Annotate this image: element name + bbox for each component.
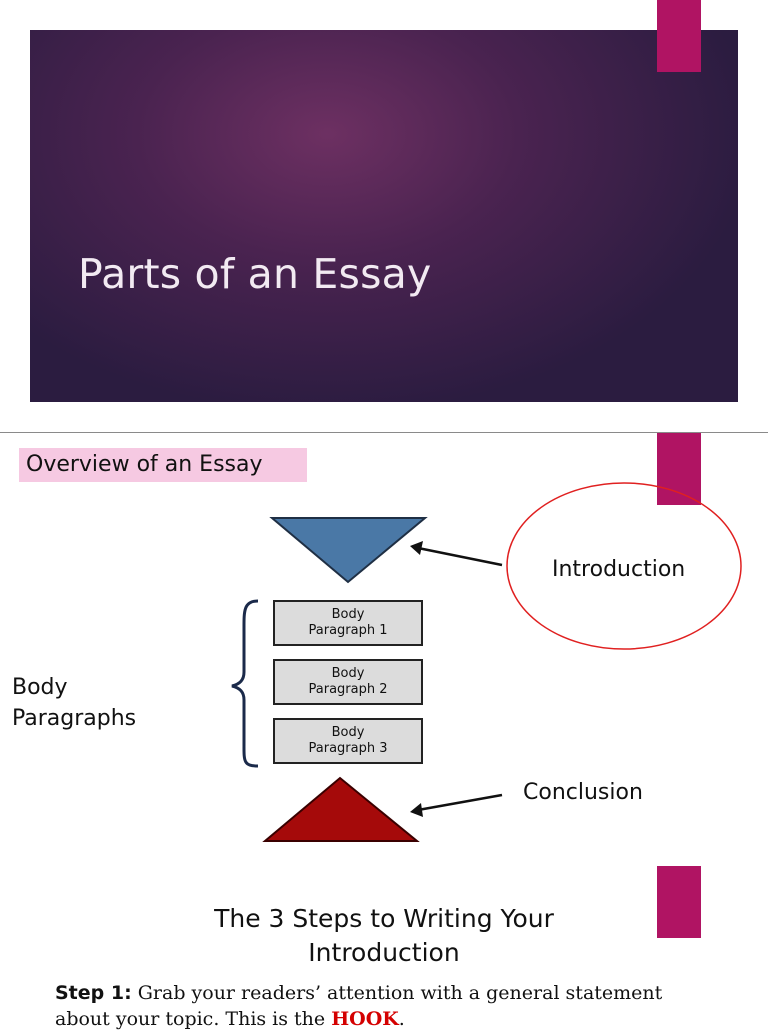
introduction-label: Introduction [552, 557, 686, 582]
intro-arrow-head-icon [410, 541, 423, 555]
steps-title: The 3 Steps to Writing Your Introduction [214, 904, 554, 967]
body-brace-icon [231, 599, 259, 768]
body-paragraph-box: Body Paragraph 1 [273, 600, 423, 646]
conclusion-label: Conclusion [523, 780, 643, 805]
body-paragraph-box: Body Paragraph 2 [273, 659, 423, 705]
slide-divider [0, 432, 768, 433]
overview-heading: Overview of an Essay [19, 448, 307, 482]
step-1-text: Step 1: Grab your readers’ attention wit… [55, 982, 663, 1030]
body-paragraphs-label: Body Paragraphs [12, 675, 137, 731]
conclusion-arrow-head-icon [410, 803, 423, 817]
introduction-triangle [269, 517, 428, 584]
introduction-circle [506, 482, 742, 650]
conclusion-arrow-line [417, 793, 503, 812]
accent-bar [657, 0, 701, 72]
slide-title: Parts of an Essay [78, 250, 432, 298]
conclusion-triangle [262, 776, 420, 842]
accent-bar [657, 866, 701, 938]
intro-arrow-line [417, 546, 503, 567]
title-slide [30, 30, 738, 402]
body-paragraph-box: Body Paragraph 3 [273, 718, 423, 764]
